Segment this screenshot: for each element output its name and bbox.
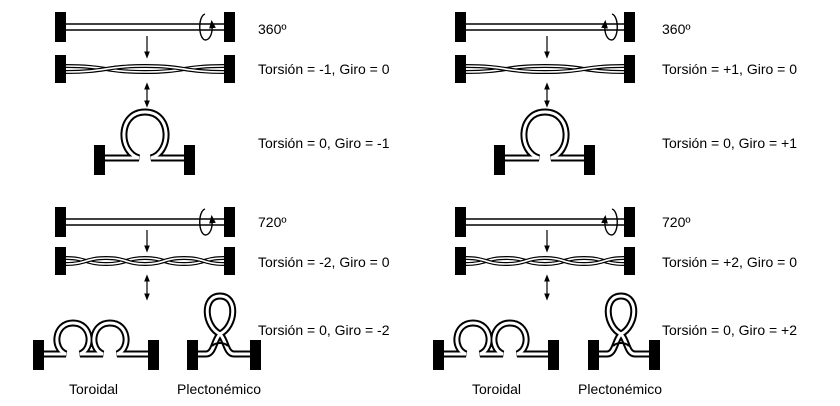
relaxed-duplex xyxy=(55,12,235,42)
twisted-duplex xyxy=(455,55,635,83)
rotation-arrow-icon xyxy=(199,208,216,236)
plectonemic-label: Plectonémico xyxy=(177,381,262,397)
angle-label: 360º xyxy=(258,21,287,37)
coiled-state-label: Torsión = 0, Giro = +2 xyxy=(662,322,798,338)
toroidal-label: Toroidal xyxy=(69,381,119,397)
angle-label: 720º xyxy=(258,214,287,230)
relaxed-duplex xyxy=(455,207,635,237)
toroidal-coil xyxy=(433,319,559,370)
toroidal-coil xyxy=(33,319,159,370)
coiled-state-label: Torsión = 0, Giro = -2 xyxy=(258,322,390,338)
coiled-state-label: Torsión = 0, Giro = -1 xyxy=(258,135,390,151)
twisted-state-label: Torsión = -1, Giro = 0 xyxy=(258,61,390,77)
twisted-duplex xyxy=(55,55,235,83)
panel-top-right xyxy=(455,12,635,175)
panel-top-left xyxy=(55,12,235,175)
angle-label: 360º xyxy=(662,21,691,37)
rotation-arrow-icon xyxy=(601,13,618,41)
plectonemic-coil xyxy=(588,292,660,370)
panel-bottom-left xyxy=(33,207,261,370)
panel-bottom-right xyxy=(433,207,660,370)
rotation-arrow-icon xyxy=(199,13,216,41)
coiled-state-label: Torsión = 0, Giro = +1 xyxy=(662,135,798,151)
twisted-state-label: Torsión = +2, Giro = 0 xyxy=(662,254,798,270)
twisted-duplex xyxy=(55,247,235,275)
coiled-duplex xyxy=(494,108,595,175)
rotation-arrow-icon xyxy=(601,208,618,236)
twisted-state-label: Torsión = +1, Giro = 0 xyxy=(662,61,798,77)
plectonemic-label: Plectonémico xyxy=(578,381,663,397)
plectonemic-coil xyxy=(187,292,261,370)
twisted-duplex xyxy=(455,247,635,275)
relaxed-duplex xyxy=(55,207,235,237)
coiled-duplex xyxy=(94,108,195,175)
relaxed-duplex xyxy=(455,12,635,42)
twisted-state-label: Torsión = -2, Giro = 0 xyxy=(258,254,390,270)
toroidal-label: Toroidal xyxy=(472,381,522,397)
angle-label: 720º xyxy=(662,214,691,230)
